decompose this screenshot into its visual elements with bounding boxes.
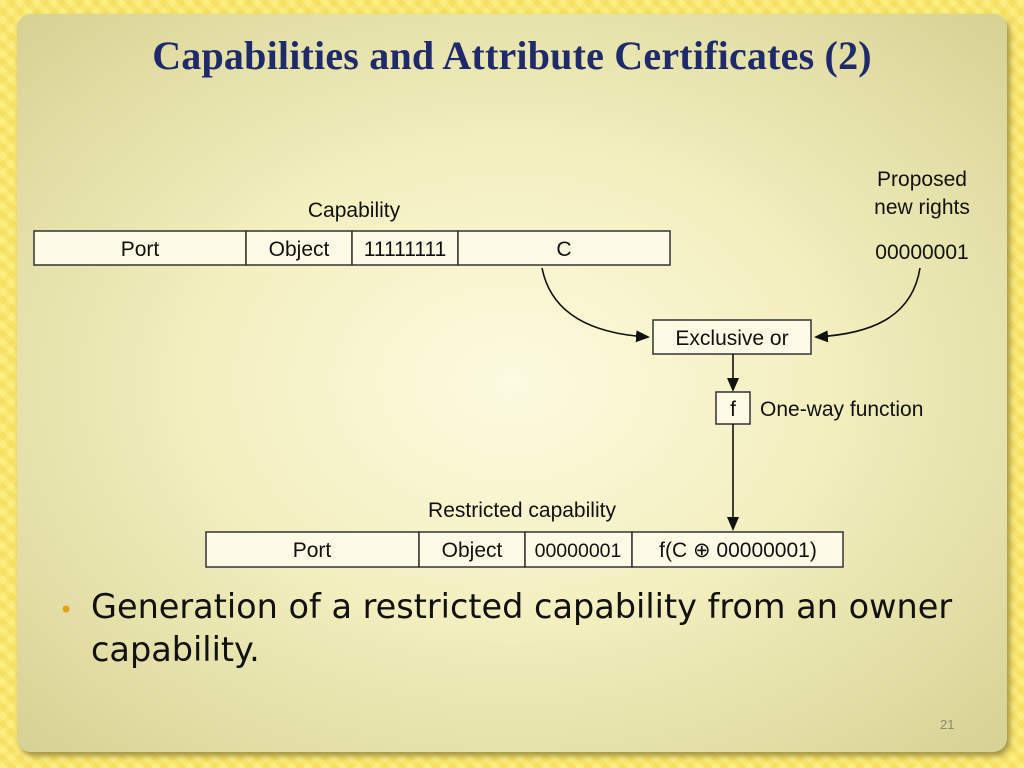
check-to-xor-arrow <box>541 267 650 343</box>
restricted-capability-row <box>205 531 844 568</box>
capability-port-text: Port <box>121 238 160 261</box>
capability-rights-text: 11111111 <box>364 238 447 261</box>
function-box <box>715 391 751 425</box>
capability-label: Capability <box>308 199 401 222</box>
capability-object-cell <box>245 230 353 266</box>
proposed-rights-label-line1: Proposed <box>877 168 967 191</box>
proposed-rights-label-line2: new rights <box>874 196 970 219</box>
rights-to-xor-arrow <box>814 267 921 343</box>
capability-object-text: Object <box>269 238 330 261</box>
xor-label: Exclusive or <box>675 327 788 350</box>
restricted-rights-text: 00000001 <box>535 540 622 562</box>
function-label: One-way function <box>760 398 923 421</box>
capability-check-text: C <box>556 238 571 261</box>
slide-title: Capabilities and Attribute Certificates … <box>152 33 872 78</box>
restricted-port-text: Port <box>293 539 332 562</box>
function-symbol: f <box>730 398 736 421</box>
bullet-item: • Generation of a restricted capability … <box>59 585 962 671</box>
page-number: 21 <box>940 717 955 732</box>
restricted-check-text: f(C ⊕ 00000001) <box>659 539 817 562</box>
capability-row <box>33 230 671 266</box>
bullet-dot-icon: • <box>59 596 74 624</box>
restricted-object-text: Object <box>442 539 503 562</box>
proposed-rights-value: 00000001 <box>875 241 968 264</box>
slide-background <box>17 14 1007 752</box>
restricted-check-cell <box>631 531 844 568</box>
xor-box <box>652 319 812 355</box>
bullet-text: Generation of a restricted capability fr… <box>91 587 953 669</box>
capability-check-cell <box>457 230 671 266</box>
capability-rights-cell <box>351 230 459 266</box>
restricted-object-cell <box>418 531 526 568</box>
restricted-rights-cell <box>524 531 633 568</box>
restricted-capability-label: Restricted capability <box>428 499 616 522</box>
